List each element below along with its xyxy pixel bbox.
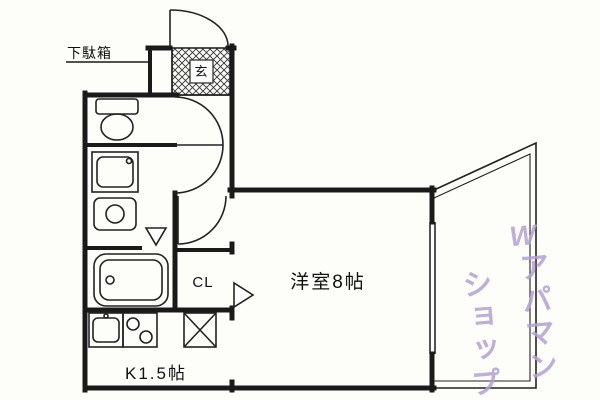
kitchen-sink-icon: [88, 312, 124, 348]
room-door-arc: [177, 195, 227, 245]
stove-icon: [122, 312, 158, 348]
washing-machine-icon: [91, 151, 139, 193]
bathtub-icon: [93, 253, 169, 307]
entrance-label: 玄: [194, 64, 207, 79]
entrance-door-arc: [169, 9, 229, 47]
closet-door-triangle: [233, 281, 255, 309]
fixtures: [88, 98, 217, 348]
genkan-tile-hatch: [171, 47, 231, 96]
shoe-cabinet-label: 下駄箱: [67, 45, 112, 61]
door-arcs: [169, 9, 229, 245]
washbasin-icon: [93, 197, 137, 231]
kitchen-label: K1.5帖: [125, 364, 187, 383]
window: [429, 222, 436, 354]
toilet-door-arc: [174, 96, 224, 146]
closet-label: CL: [192, 274, 213, 291]
bathroom-door-triangle: [144, 227, 168, 247]
washroom-door-arc: [174, 144, 224, 194]
toilet-icon: [95, 98, 139, 141]
western-room-label: 洋室8帖: [290, 271, 366, 293]
balcony-railing: [433, 141, 537, 389]
walls: [82, 43, 437, 393]
refrigerator-icon: [183, 312, 217, 348]
